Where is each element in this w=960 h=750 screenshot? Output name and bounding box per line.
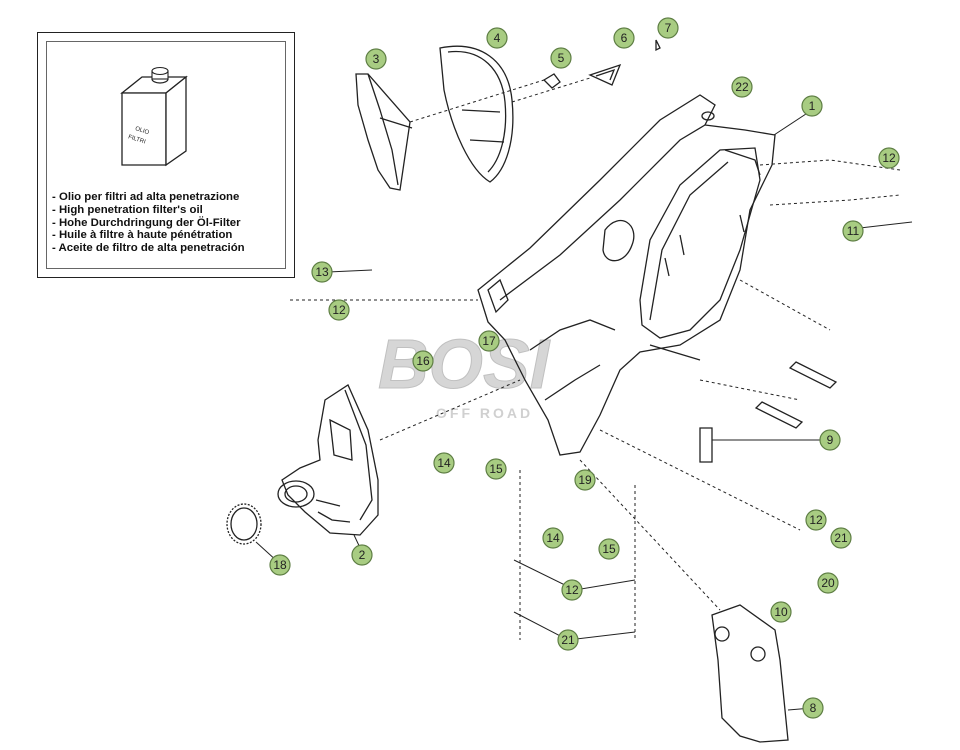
callout-10: 10	[770, 601, 792, 623]
watermark-brand: BOSI	[378, 325, 551, 403]
svg-text:6: 6	[621, 31, 628, 45]
callout-12-d: 12	[561, 579, 583, 601]
callout-18: 18	[269, 554, 291, 576]
callout-16: 16	[412, 350, 434, 372]
svg-text:17: 17	[482, 334, 496, 348]
svg-text:21: 21	[834, 531, 848, 545]
legend-line-es: - Aceite de filtro de alta penetración	[52, 242, 245, 255]
svg-text:15: 15	[602, 542, 616, 556]
callout-4: 4	[486, 27, 508, 49]
svg-text:12: 12	[565, 583, 579, 597]
callout-12-a: 12	[878, 147, 900, 169]
svg-text:19: 19	[578, 473, 592, 487]
callout-15-b: 15	[598, 538, 620, 560]
legend-line-de: - Hohe Durchdringung der Öl-Filter	[52, 216, 241, 229]
clip-6	[588, 63, 622, 86]
callout-21-b: 21	[557, 629, 579, 651]
legend-inner-frame	[46, 41, 286, 269]
svg-text:13: 13	[315, 265, 329, 279]
callout-7: 7	[657, 17, 679, 39]
airbox-housing	[477, 94, 776, 456]
oil-can-icon: OLIO FILTRI	[120, 66, 188, 167]
can-label-1: OLIO	[134, 126, 150, 136]
svg-text:8: 8	[810, 701, 817, 715]
svg-text:4: 4	[494, 31, 501, 45]
callout-21-a: 21	[830, 527, 852, 549]
svg-text:1: 1	[809, 99, 816, 113]
callout-2: 2	[351, 544, 373, 566]
filter-ring	[226, 503, 262, 545]
legend-line-fr: - Huile à filtre à haute pénétration	[52, 229, 233, 242]
svg-text:15: 15	[489, 462, 503, 476]
can-label-2: FILTRI	[127, 134, 146, 145]
filter-bracket	[355, 73, 413, 191]
callout-1: 1	[801, 95, 823, 117]
callout-8: 8	[802, 697, 824, 719]
legend-text-block: - Olio per filtri ad alta penetrazione -…	[52, 191, 292, 255]
cap-22	[701, 111, 715, 121]
svg-text:16: 16	[416, 354, 430, 368]
svg-text:14: 14	[546, 531, 560, 545]
callout-6: 6	[613, 27, 635, 49]
rubber-pads	[699, 361, 838, 463]
callout-14-a: 14	[433, 452, 455, 474]
screw-7	[655, 39, 661, 52]
small-clip-5	[542, 73, 561, 89]
mudflap	[711, 604, 789, 743]
svg-text:10: 10	[774, 605, 788, 619]
svg-text:22: 22	[735, 80, 749, 94]
svg-text:20: 20	[821, 576, 835, 590]
legend-line-en: - High penetration filter's oil	[52, 203, 203, 216]
callout-22: 22	[731, 76, 753, 98]
callout-5: 5	[550, 47, 572, 69]
callout-14-b: 14	[542, 527, 564, 549]
callout-12-b: 12	[328, 299, 350, 321]
filter-cage	[277, 384, 379, 536]
svg-text:9: 9	[827, 433, 834, 447]
callout-17: 17	[478, 330, 500, 352]
callout-20: 20	[817, 572, 839, 594]
callout-15-a: 15	[485, 458, 507, 480]
svg-text:5: 5	[558, 51, 565, 65]
svg-text:12: 12	[332, 303, 346, 317]
callout-3: 3	[365, 48, 387, 70]
legend-line-it: - Olio per filtri ad alta penetrazione	[52, 191, 240, 203]
callouts: 1 2 3 4 5 6 7 8 9 10 11 12 12 12 12 12 1…	[269, 17, 900, 719]
svg-text:18: 18	[273, 558, 287, 572]
svg-text:11: 11	[847, 224, 860, 238]
cover-shield	[439, 45, 514, 183]
svg-text:2: 2	[359, 548, 366, 562]
leader-lines	[290, 77, 901, 640]
callout-19: 19	[574, 469, 596, 491]
oil-legend-box: OLIO FILTRI - Olio per filtri ad alta pe…	[37, 32, 295, 278]
svg-text:14: 14	[437, 456, 451, 470]
svg-text:7: 7	[665, 21, 672, 35]
callout-11: 11	[842, 220, 864, 242]
svg-text:3: 3	[373, 52, 380, 66]
watermark-sub: OFF ROAD	[436, 405, 533, 421]
svg-text:21: 21	[561, 633, 575, 647]
callout-9: 9	[819, 429, 841, 451]
solid-leaders	[255, 109, 913, 711]
svg-text:12: 12	[882, 151, 896, 165]
callout-12-c: 12	[805, 509, 827, 531]
svg-text:12: 12	[809, 513, 823, 527]
callout-13: 13	[311, 261, 333, 283]
